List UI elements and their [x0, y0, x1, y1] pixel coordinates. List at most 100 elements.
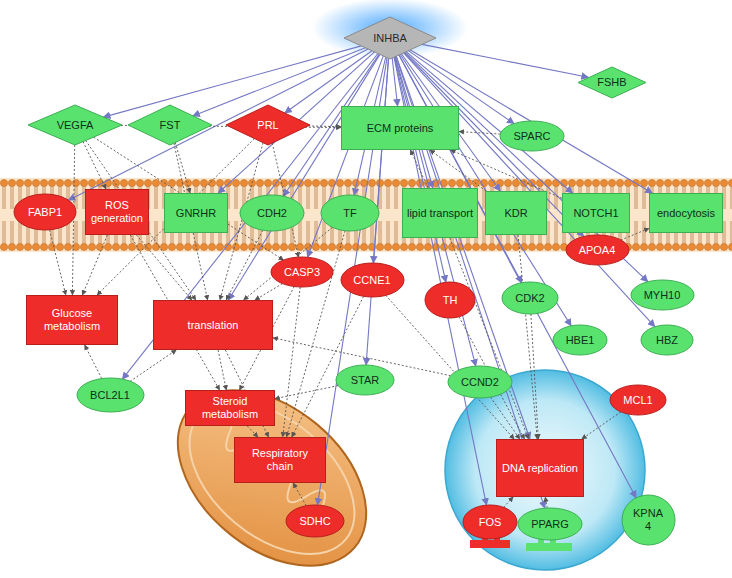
- process-box: lipid transport: [402, 188, 478, 238]
- label-group: MYH10: [643, 289, 680, 302]
- connector: [491, 397, 520, 439]
- label-group: SDHC: [298, 515, 332, 528]
- node-label: MYH10: [643, 289, 680, 302]
- molecule-node: MCL1: [610, 385, 666, 415]
- molecule-node: SDHC: [286, 505, 344, 537]
- connector: [85, 345, 102, 379]
- connector: [104, 46, 362, 117]
- connector: [285, 51, 372, 113]
- molecule-node: BCL2L1: [77, 378, 144, 412]
- label-group: VEGFA: [53, 119, 97, 132]
- process-box: Steroid metabolism: [185, 390, 275, 426]
- molecule-node: CCND2: [448, 366, 512, 398]
- label-group: TH: [436, 294, 464, 307]
- label-group: CDH2: [253, 207, 291, 220]
- label-group: CASP3: [284, 266, 321, 279]
- node-label: PPARG: [531, 518, 569, 531]
- node-label: MCL1: [622, 394, 654, 407]
- node-label: CCNE1: [353, 274, 390, 287]
- molecule-node: HBE1: [553, 325, 607, 355]
- process-box: translation: [153, 300, 273, 350]
- molecule-node: TH: [425, 282, 475, 318]
- node-label: STAR: [348, 374, 382, 387]
- node-label: FST: [151, 119, 189, 132]
- connector: [275, 386, 338, 399]
- molecule-node: INHBA: [344, 17, 436, 59]
- molecule-node: VEGFA: [28, 105, 122, 145]
- connector: [422, 44, 588, 77]
- connector: [308, 125, 341, 127]
- label-group: Steroid metabolism: [189, 395, 271, 420]
- label-group: ECM proteins: [345, 122, 455, 135]
- node-label: DNA replication: [500, 462, 580, 475]
- molecule-node: CASP3: [271, 257, 333, 287]
- label-group: NOTCH1: [566, 207, 626, 220]
- node-label: HBZ: [652, 334, 681, 347]
- node-label: FSHB: [597, 76, 626, 89]
- node-label: CCND2: [461, 376, 499, 389]
- molecule-node: STAR: [336, 365, 394, 395]
- label-group: lipid transport: [406, 207, 474, 220]
- label-group: CCNE1: [353, 274, 390, 287]
- label-group: KDR: [489, 207, 543, 220]
- process-box: Glucose metabolism: [26, 295, 118, 345]
- node-label: Respiratory chain: [238, 447, 322, 472]
- molecule-node: PRL: [226, 105, 310, 145]
- connector: [410, 150, 428, 188]
- connector: [504, 497, 513, 507]
- connector: [518, 235, 537, 439]
- label-group: endocytosis: [653, 207, 719, 220]
- connector: [430, 150, 486, 191]
- label-group: APOA4: [578, 244, 615, 257]
- node-label: endocytosis: [653, 207, 719, 220]
- label-group: GNRHR: [168, 207, 224, 220]
- process-box: ECM proteins: [341, 106, 459, 150]
- connector: [218, 350, 226, 390]
- label-group: ROS generation: [89, 199, 145, 224]
- node-label: CDK2: [514, 292, 546, 305]
- process-box: DNA replication: [496, 439, 584, 497]
- connector: [255, 284, 283, 300]
- connector: [50, 230, 66, 295]
- connector: [459, 317, 525, 439]
- process-box: NOTCH1: [562, 193, 630, 233]
- process-box: endocytosis: [649, 193, 723, 233]
- connector: [247, 426, 258, 437]
- molecule-node: CDH2: [240, 195, 304, 231]
- molecule-node: FSHB: [578, 67, 646, 98]
- node-label: SDHC: [298, 515, 332, 528]
- node-label: CDH2: [253, 207, 291, 220]
- label-group: SPARC: [513, 130, 551, 143]
- connector: [531, 314, 538, 439]
- node-label: FOS: [475, 516, 506, 529]
- node-label: translation: [157, 319, 269, 332]
- label-group: HBE1: [565, 334, 596, 347]
- node-label: Steroid metabolism: [189, 395, 271, 420]
- molecule-node: PPARG: [518, 508, 582, 540]
- molecule-node: MYH10: [631, 280, 694, 310]
- label-group: Glucose metabolism: [30, 307, 114, 332]
- molecule-node: FOS: [463, 505, 517, 539]
- connector: [545, 497, 547, 508]
- label-group: translation: [157, 319, 269, 332]
- label-group: DNA replication: [500, 462, 580, 475]
- label-group: TF: [333, 207, 367, 220]
- label-group: INHBA: [369, 32, 412, 45]
- molecule-node: FABP1: [14, 194, 76, 230]
- connector: [293, 483, 306, 506]
- molecule-node: SPARC: [500, 121, 564, 151]
- molecule-node: CCNE1: [341, 263, 404, 297]
- molecule-node: APOA4: [566, 235, 629, 265]
- label-group: FST: [151, 119, 189, 132]
- molecule-node: TF: [321, 195, 379, 231]
- node-label: FABP1: [27, 206, 64, 219]
- node-label: Glucose metabolism: [30, 307, 114, 332]
- connector: [283, 287, 301, 437]
- molecule-node: HBZ: [641, 325, 693, 355]
- node-label: INHBA: [369, 32, 412, 45]
- label-group: CCND2: [461, 376, 499, 389]
- node-label: NOTCH1: [566, 207, 626, 220]
- node-label: TF: [333, 207, 367, 220]
- connector: [193, 48, 366, 116]
